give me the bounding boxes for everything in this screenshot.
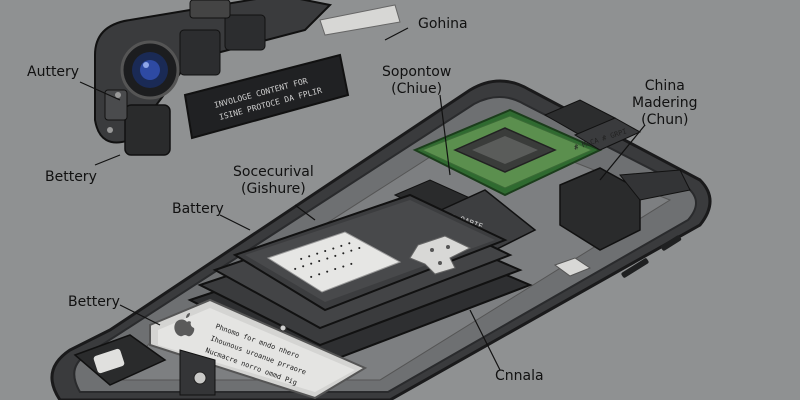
socecurival-main: Socecurival (233, 164, 314, 180)
china-line2: Madering (632, 95, 698, 111)
china-main: China (644, 78, 685, 94)
sopontow-main: Sopontow (382, 64, 452, 80)
label-cnnala: Cnnala (495, 368, 544, 384)
camera-module (94, 0, 401, 156)
soc-board (412, 99, 642, 197)
label-battery: Battery (172, 201, 224, 217)
leader-lines (79, 27, 646, 371)
label-socecurival: Socecurival (Gishure) (233, 164, 314, 198)
label-china: China Madering (Chun) (632, 78, 698, 129)
small-bracket (553, 257, 592, 277)
label-gohina: Gohina (418, 16, 468, 32)
speaker-module (73, 324, 287, 396)
label-bettery-bottom: Bettery (68, 294, 120, 310)
apple-logo-icon (174, 313, 195, 337)
china-sub: (Chun) (641, 112, 689, 128)
label-bettery-mid: Bettery (45, 169, 97, 185)
sopontow-sub: (Chiue) (391, 81, 443, 97)
label-sopontow: Sopontow (Chiue) (382, 64, 451, 98)
label-auttery: Auttery (27, 64, 80, 80)
camera-strip: INVOLOGE CONTENT FOR ISINE PROTOCE DA FP… (183, 53, 350, 140)
socecurival-sub: (Gishure) (240, 181, 306, 197)
